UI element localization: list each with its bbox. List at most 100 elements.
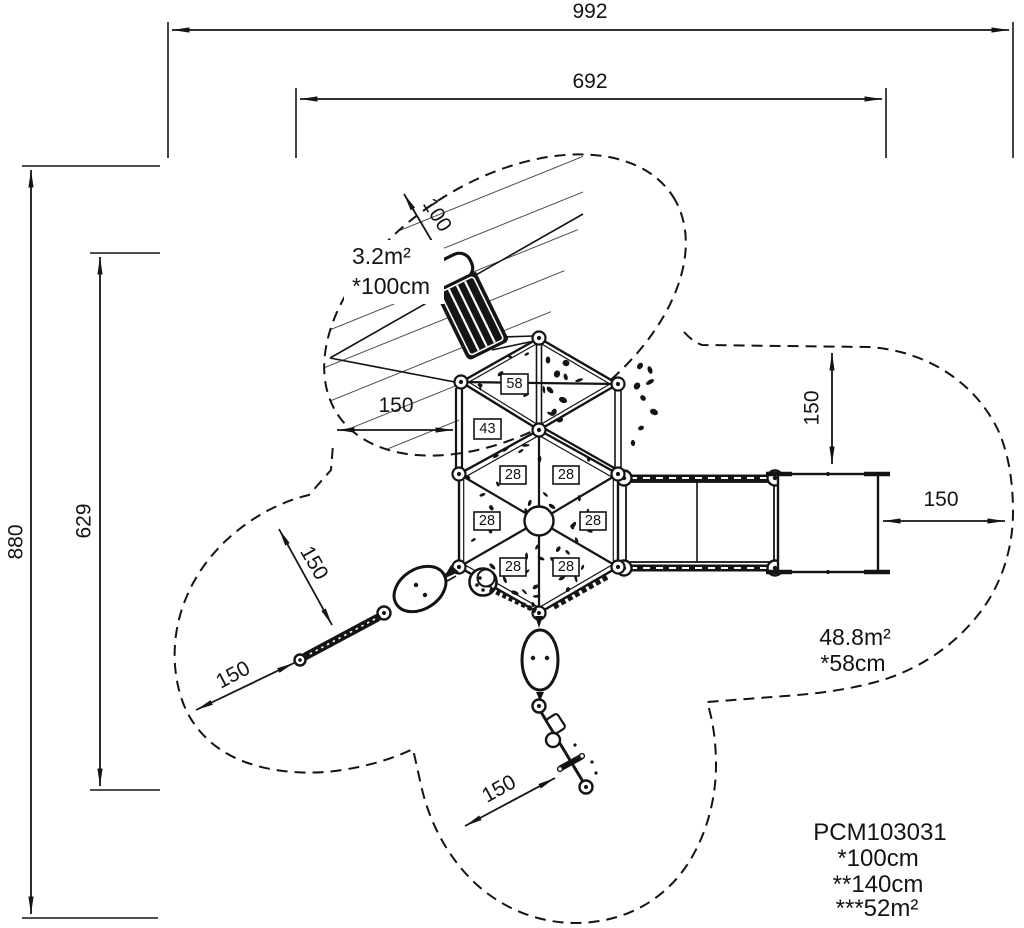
structure-post-center [615,564,621,570]
panel-label-28-e: 28 [499,557,527,577]
deck-speckle [640,395,646,401]
panel-28-text: 28 [585,513,601,529]
deck-speckle [478,405,483,413]
deck-speckle [489,505,494,511]
deck-speckle [545,356,551,364]
deck-speckle [638,425,644,431]
annotations: 3.2m² *100cm 48.8m² *58cm PCM103031 *100… [344,240,947,922]
deck-speckle [650,408,658,416]
deck-speckle [521,444,530,447]
deck-speckle [507,355,513,359]
dim-clearance-right: 150 [923,488,958,511]
safety-zone-outline [173,331,1015,924]
structure-post-center [536,335,542,341]
play-structure: 58 43 28 28 28 28 [293,251,890,795]
deck-speckle [511,590,519,596]
structure-post-center [456,564,462,570]
hex-center-post [523,505,555,537]
deck-speckle [569,600,575,608]
panel-label-28-b: 28 [552,465,580,485]
dim-clearance-bottom: 150 [478,770,520,807]
fall-zone-edge-lower [329,357,461,384]
deck-speckle [555,546,561,552]
main-zone-area-text: 48.8m² [819,624,891,650]
deck-speckle [630,439,636,447]
deck-speckle [470,538,476,542]
deck-speckle [580,564,585,570]
deck-speckle [531,602,535,607]
structure-post-center [536,427,542,433]
panel-28-text: 28 [558,559,574,575]
swing-arm-bottom [520,616,598,795]
right-platform [766,471,890,575]
deck-speckle [484,406,488,413]
product-height-double-text: **140cm [833,871,924,898]
panel-58-text: 58 [506,376,522,392]
deck-speckle [489,563,496,570]
deck-speckle [496,481,500,487]
deck-speckle [473,403,479,409]
panel-label-28-f: 28 [552,557,580,577]
dim-overall-width: 992 [572,0,607,23]
slide-zone-height-text: *100cm [352,273,430,299]
panel-label-28-c: 28 [473,511,501,531]
deck-speckle [521,589,527,595]
panel-label-28-a: 28 [499,465,527,485]
product-code-text: PCM103031 [813,819,946,846]
deck-speckle [479,493,486,497]
slide-zone-area-text: 3.2m² [352,243,411,269]
product-area-triple-text: ***52m² [836,895,919,922]
deck-speckle [558,396,568,404]
dim-clearance-swing-left: 150 [212,657,254,694]
dim-upper-width: 692 [572,70,607,93]
deck-speckle [491,598,498,605]
deck-speckle [518,449,524,454]
deck-speckle [647,366,653,374]
deck-speckle [527,499,532,507]
deck-speckle [479,383,482,391]
panel-labels: 58 43 28 28 28 28 [473,373,607,577]
panel-28-text: 28 [558,467,574,483]
structure-post-center [456,471,462,477]
main-zone-height-text: *58cm [820,650,885,676]
deck-speckle [502,576,507,584]
product-height-marked-text: *100cm [837,845,918,872]
dim-clearance-swing-perp: 150 [295,542,332,584]
dim-overall-height: 880 [5,524,28,559]
structure-post-center [458,379,464,385]
panel-label-58: 58 [500,373,529,395]
deck-speckle [563,373,568,381]
deck-speckle [609,604,617,609]
swing-arm-left [293,564,459,667]
deck-speckle [492,454,499,459]
deck-speckle [633,382,641,390]
dim-clearance-top-right: 150 [801,390,824,425]
deck-speckle [608,398,615,403]
dim-left-height: 629 [73,503,96,538]
deck-speckle [546,386,554,394]
dim-clearance-left: 150 [378,394,413,417]
deck-speckle [556,417,564,423]
deck-speckle [575,378,583,383]
panel-28-text: 28 [505,559,521,575]
product-block: PCM103031 *100cm **140cm ***52m² [813,819,946,922]
deck-speckle [553,370,561,378]
deck-speckle [548,503,556,510]
corner-posts [451,330,626,621]
slide-fall-zone [269,105,687,470]
deck-speckle [565,549,570,555]
panel-28-text: 28 [479,513,495,529]
panel-label-43: 43 [473,418,502,440]
deck-speckle [599,598,603,603]
deck-speckle [562,359,570,367]
structure-post-center [536,610,542,616]
bridge [615,469,784,577]
panel-28-text: 28 [505,467,521,483]
deck-speckle [558,576,566,581]
deck-speckle [535,544,539,550]
deck-speckle [551,408,557,416]
deck-speckle [636,362,644,370]
steering-wheel [468,567,538,614]
